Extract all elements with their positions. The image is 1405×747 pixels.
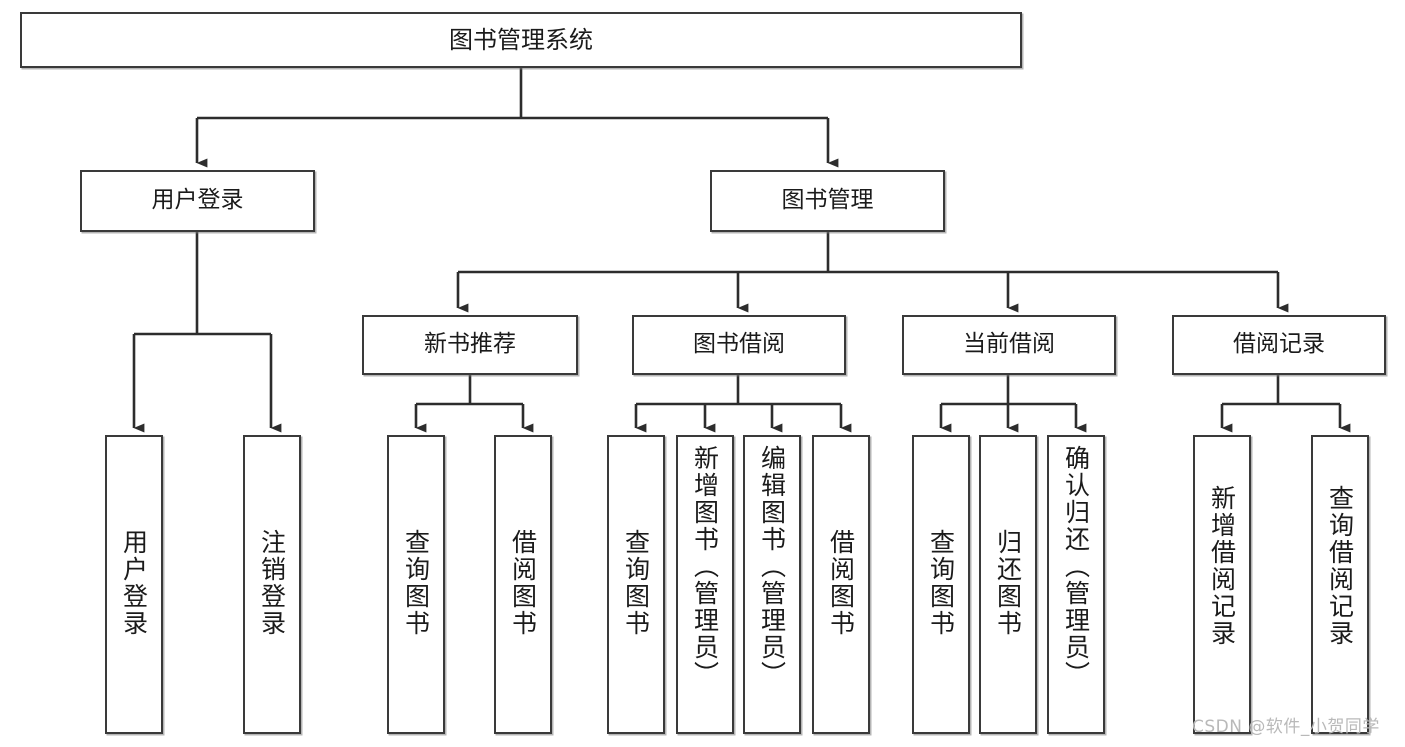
node-label: 图书借阅 [693,331,785,358]
node-user-login[interactable]: 用户登录 [80,170,315,232]
node-label: 图书管理系统 [449,25,593,54]
node-label: 查询图书 [621,529,651,637]
node-leaf-confirm-return[interactable]: 确认归还（管理员） [1047,435,1105,734]
node-label: 注销登录 [257,529,287,637]
node-leaf-query-book-1[interactable]: 查询图书 [387,435,445,734]
node-book-manage[interactable]: 图书管理 [710,170,945,232]
node-leaf-query-record[interactable]: 查询借阅记录 [1311,435,1369,734]
node-current-borrow[interactable]: 当前借阅 [902,315,1116,375]
node-system-root[interactable]: 图书管理系统 [20,12,1022,68]
node-label: 新增借阅记录 [1207,485,1237,647]
node-leaf-logout[interactable]: 注销登录 [243,435,301,734]
node-label: 新增图书（管理员） [690,445,720,688]
node-label: 借阅图书 [826,529,856,637]
node-label: 归还图书 [993,529,1023,637]
node-label: 编辑图书（管理员） [757,445,787,688]
node-leaf-add-record[interactable]: 新增借阅记录 [1193,435,1251,734]
node-leaf-query-book-2[interactable]: 查询图书 [607,435,665,734]
node-new-book-rec[interactable]: 新书推荐 [362,315,578,375]
node-book-borrow[interactable]: 图书借阅 [632,315,846,375]
node-leaf-return-book[interactable]: 归还图书 [979,435,1037,734]
node-label: 确认归还（管理员） [1061,445,1091,688]
node-leaf-edit-book[interactable]: 编辑图书（管理员） [743,435,801,734]
node-label: 用户登录 [151,187,244,214]
node-leaf-query-book-3[interactable]: 查询图书 [912,435,970,734]
node-label: 查询图书 [926,529,956,637]
node-label: 图书管理 [781,187,874,214]
node-label: 借阅记录 [1233,331,1325,358]
node-label: 用户登录 [119,529,149,637]
node-leaf-borrow-book-1[interactable]: 借阅图书 [494,435,552,734]
node-borrow-record[interactable]: 借阅记录 [1172,315,1386,375]
node-label: 借阅图书 [508,529,538,637]
node-label: 新书推荐 [424,331,516,358]
node-leaf-user-login[interactable]: 用户登录 [105,435,163,734]
node-label: 查询借阅记录 [1325,485,1355,647]
node-label: 当前借阅 [963,331,1055,358]
node-label: 查询图书 [401,529,431,637]
node-leaf-borrow-book-2[interactable]: 借阅图书 [812,435,870,734]
node-leaf-add-book[interactable]: 新增图书（管理员） [676,435,734,734]
